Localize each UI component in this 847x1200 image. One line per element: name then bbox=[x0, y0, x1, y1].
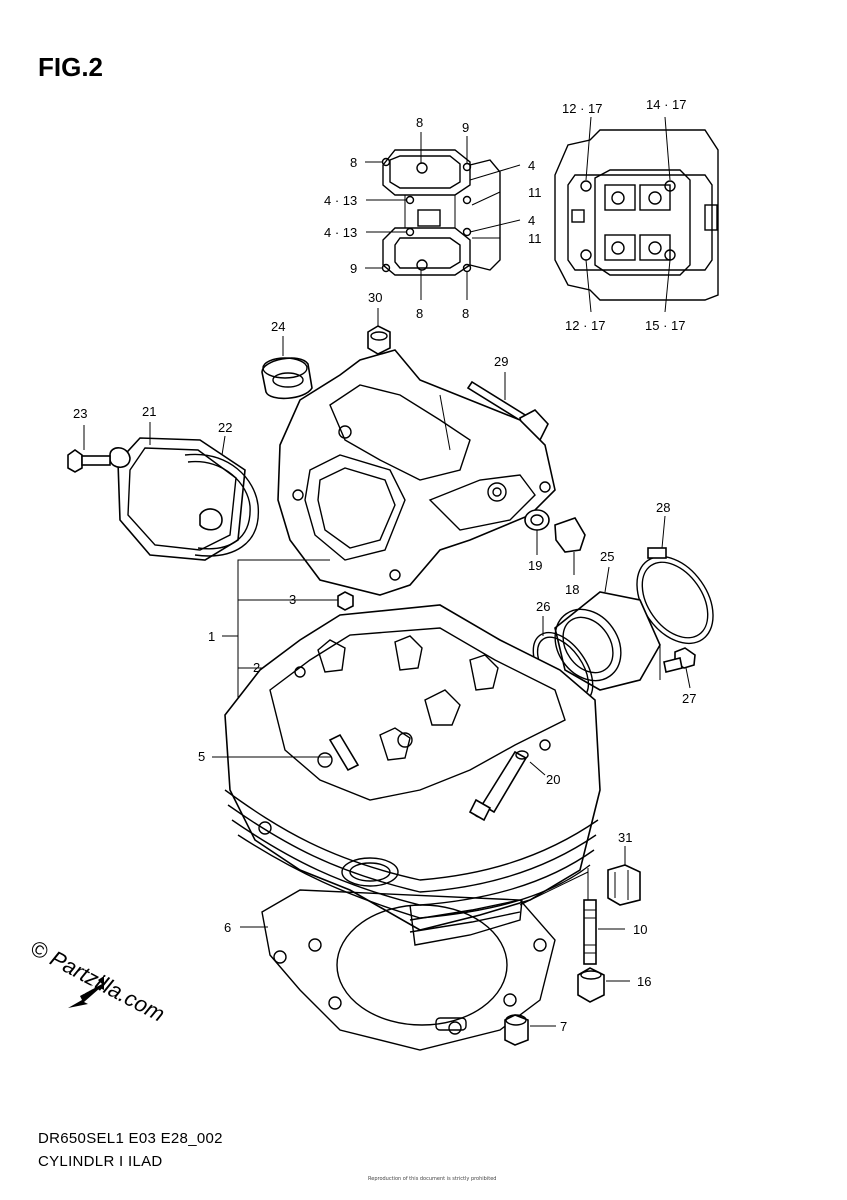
callout-15-17: 15 · 17 bbox=[645, 318, 685, 333]
part-10-stud: 10 bbox=[519, 868, 647, 965]
callout-12-17-bottom: 12 · 17 bbox=[565, 318, 605, 333]
callout-27: 27 bbox=[682, 691, 696, 706]
part-23-bolt: 23 bbox=[67, 406, 111, 473]
part-25-intake-pipe: 25 bbox=[554, 549, 661, 691]
part-5-guide: 5 bbox=[198, 733, 360, 772]
part-6-head-gasket: 6 bbox=[224, 889, 556, 1051]
part-7-dowel: 7 bbox=[504, 1014, 567, 1046]
part-21-valve-cover: 21 bbox=[109, 404, 246, 561]
part-19-washer: 19 bbox=[524, 509, 550, 573]
callout-1: 1 bbox=[208, 629, 215, 644]
part-18-plug: 18 bbox=[554, 517, 586, 597]
callout-12-17-top: 12 · 17 bbox=[562, 101, 602, 116]
callout-4-13-a: 4 · 13 bbox=[324, 193, 357, 208]
callout-4-13-b: 4 · 13 bbox=[324, 225, 357, 240]
inset-bolt-pattern-right: 12 · 17 14 · 17 12 · 17 15 · 17 bbox=[554, 97, 719, 333]
callout-23: 23 bbox=[73, 406, 87, 421]
callout-8-top: 8 bbox=[416, 115, 423, 130]
callout-8-left: 8 bbox=[350, 155, 357, 170]
part-22-gasket: 22 bbox=[184, 420, 259, 557]
part-27-bolt: 27 bbox=[659, 645, 696, 706]
callout-21: 21 bbox=[142, 404, 156, 419]
part-30-nut: 30 bbox=[367, 290, 391, 355]
callout-16: 16 bbox=[637, 974, 651, 989]
upper-head-cover bbox=[277, 349, 556, 596]
callout-11-a: 11 bbox=[528, 185, 542, 200]
callout-20: 20 bbox=[546, 772, 560, 787]
callout-3: 3 bbox=[289, 592, 296, 607]
callout-4-a: 4 bbox=[528, 158, 535, 173]
part-31-guide: 31 bbox=[607, 830, 641, 906]
section-name: CYLINDLR I ILAD bbox=[38, 1153, 163, 1170]
part-16-nut: 16 bbox=[577, 967, 651, 1003]
callout-9-left: 9 bbox=[350, 261, 357, 276]
model-code: DR650SEL1 E03 E28_002 bbox=[38, 1130, 223, 1147]
callout-28: 28 bbox=[656, 500, 670, 515]
callout-2: 2 bbox=[253, 660, 260, 675]
part-29-bolt: 29 bbox=[466, 354, 549, 441]
callout-4-b: 4 bbox=[528, 213, 535, 228]
fine-print: Reproduction of this document is strictl… bbox=[368, 1176, 497, 1182]
cylinder-head bbox=[224, 604, 601, 946]
callout-6: 6 bbox=[224, 920, 231, 935]
part-24-seal: 24 bbox=[261, 319, 313, 400]
callout-30: 30 bbox=[368, 290, 382, 305]
callout-22: 22 bbox=[218, 420, 232, 435]
callout-10: 10 bbox=[633, 922, 647, 937]
callout-7: 7 bbox=[560, 1019, 567, 1034]
callout-19: 19 bbox=[528, 558, 542, 573]
part-3-pin bbox=[337, 591, 354, 611]
callout-14-17: 14 · 17 bbox=[646, 97, 686, 112]
callout-8-bottom-a: 8 bbox=[416, 306, 423, 321]
callout-26: 26 bbox=[536, 599, 550, 614]
callout-18: 18 bbox=[565, 582, 579, 597]
part-20-spark-plug: 20 bbox=[468, 750, 560, 822]
callout-9-top: 9 bbox=[462, 120, 469, 135]
callout-31: 31 bbox=[618, 830, 632, 845]
callout-5: 5 bbox=[198, 749, 205, 764]
figure-title: FIG.2 bbox=[38, 52, 104, 82]
callout-8-bottom-b: 8 bbox=[462, 306, 469, 321]
fwd-arrow-icon: FWD bbox=[68, 976, 104, 1008]
inset-bolt-pattern-left: 8 9 8 4 11 4 11 4 · 13 4 · 13 9 8 8 bbox=[324, 115, 542, 321]
callout-11-b: 11 bbox=[528, 231, 542, 246]
partzilla-watermark: © Partzilla.com FWD bbox=[26, 935, 188, 1045]
callout-24: 24 bbox=[271, 319, 285, 334]
callout-29: 29 bbox=[494, 354, 508, 369]
callout-25: 25 bbox=[600, 549, 614, 564]
